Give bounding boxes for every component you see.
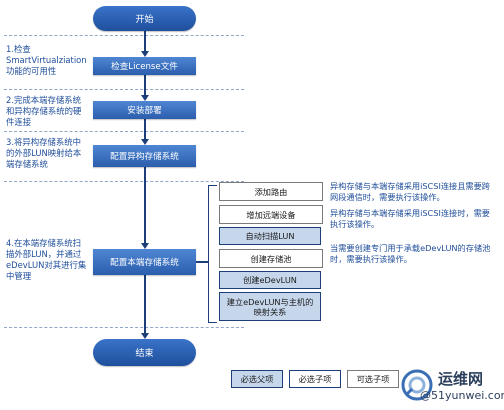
legend-plain-label: 可选子项 <box>356 374 390 384</box>
start-label: 开始 <box>135 15 154 25</box>
side-note-add-route: 异构存储与本端存储采用iSCSI连接且需要跨网段通信时，需要执行该操作。 <box>330 181 490 202</box>
legend-plain: 可选子项 <box>347 370 399 388</box>
step-1-label: 检查License文件 <box>111 62 178 72</box>
connector-step2-step3 <box>144 119 146 141</box>
substep-map-edevlun-host-label: 建立eDevLUN与主机的映射关系 <box>226 296 314 317</box>
separator-3 <box>4 131 244 132</box>
separator-2 <box>4 89 244 90</box>
step-2-label: 安装部署 <box>127 106 162 116</box>
step-1-box: 检查License文件 <box>93 57 196 75</box>
legend-optional-required: 必选子项 <box>289 370 341 388</box>
legend-required: 必选父项 <box>231 370 283 388</box>
substeps-bracket <box>208 185 217 323</box>
substep-auto-scan-lun-label: 自动扫描LUN <box>245 231 295 241</box>
watermark-brand: 运维网 <box>438 370 484 388</box>
step-4-label: 配置本端存储系统 <box>110 258 179 268</box>
step-3-note: 3.将异构存储系统中的外部LUN映射给本端存储系统 <box>6 137 82 169</box>
step-3-box: 配置异构存储系统 <box>93 145 196 167</box>
arrow-end <box>140 333 149 339</box>
step-1-note: 1.检查SmartVirtualziation功能的可用性 <box>6 44 87 76</box>
step-2-box: 安装部署 <box>93 101 196 119</box>
connector-start-step1 <box>144 31 146 53</box>
legend-optional-required-label: 必选子项 <box>298 374 332 384</box>
connector-step4-end <box>144 275 146 335</box>
step-4-box: 配置本端存储系统 <box>93 249 196 275</box>
side-note-create-pool: 当需要创建专门用于承载eDevLUN的存储池时，需要执行该操作。 <box>330 243 491 264</box>
connector-step4-substeps <box>196 261 208 263</box>
substep-auto-scan-lun: 自动扫描LUN <box>219 227 321 245</box>
separator-5 <box>4 327 244 328</box>
substep-create-pool-label: 创建存储池 <box>250 253 292 264</box>
step-4-note: 4.在本端存储系统扫描外部LUN，并通过eDevLUN对其进行集中管理 <box>6 238 87 281</box>
separator-1 <box>4 35 244 36</box>
substep-add-route: 添加路由 <box>219 182 323 201</box>
end-terminal: 结束 <box>93 339 196 366</box>
substep-map-edevlun-host: 建立eDevLUN与主机的映射关系 <box>219 292 321 321</box>
substep-create-edevlun: 创建eDevLUN <box>219 271 321 289</box>
step-3-label: 配置异构存储系统 <box>110 152 179 162</box>
start-terminal: 开始 <box>93 6 196 31</box>
arrow-step3 <box>140 139 149 145</box>
legend-required-label: 必选父项 <box>240 374 274 384</box>
watermark-logo-icon <box>400 368 434 402</box>
substep-create-edevlun-label: 创建eDevLUN <box>243 275 297 285</box>
arrow-step2 <box>140 95 149 101</box>
connector-step3-step4 <box>144 167 146 245</box>
separator-4 <box>4 181 244 182</box>
side-note-add-remote-device: 异构存储与本端存储采用iSCSI连接时，需要执行该操作。 <box>330 208 490 229</box>
substep-add-remote-device-label: 增加远端设备 <box>246 209 296 220</box>
end-label: 结束 <box>135 349 154 359</box>
substep-create-pool: 创建存储池 <box>219 249 323 268</box>
watermark-url: @51yunwei.com <box>420 389 504 402</box>
substep-add-route-label: 添加路由 <box>254 186 288 197</box>
step-2-note: 2.完成本端存储系统和异构存储系统的硬件连接 <box>6 95 82 127</box>
substep-add-remote-device: 增加远端设备 <box>219 205 323 224</box>
connector-step1-step2 <box>144 75 146 97</box>
arrow-step4 <box>140 243 149 249</box>
arrow-step1 <box>140 51 149 57</box>
